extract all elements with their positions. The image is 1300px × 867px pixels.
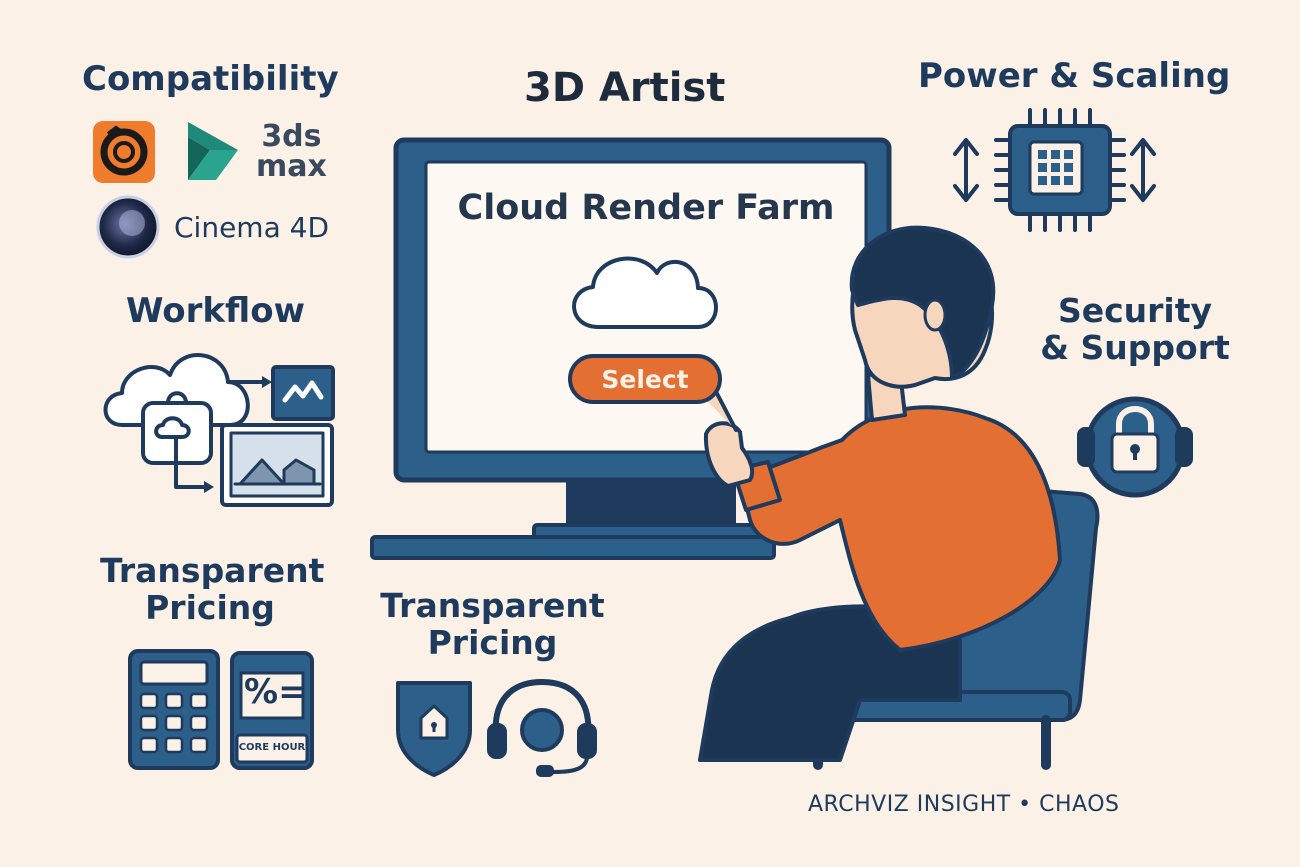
calculator-icon: [128, 649, 220, 770]
pricing-center-heading: Transparent Pricing: [380, 586, 605, 662]
core-hour-label: CORE HOUR: [238, 742, 306, 753]
page-title: 3D Artist: [524, 65, 726, 111]
desk: [370, 535, 776, 560]
pricing-center-heading-line2: Pricing: [427, 622, 558, 662]
screen-title: Cloud Render Farm: [457, 188, 835, 228]
cloud-workflow-icon: [103, 353, 335, 507]
pricing-left-heading: Transparent Pricing: [100, 551, 325, 627]
cloud-icon: [572, 256, 718, 329]
footer-credit: ARCHVIZ INSIGHT • CHAOS: [808, 792, 1120, 817]
cinema4d-logo-icon: [96, 195, 160, 259]
headset-icon: [487, 678, 597, 777]
compatibility-heading: Compatibility: [82, 59, 339, 99]
percent-equals-symbol: %=: [244, 672, 307, 712]
power-scaling-heading: Power & Scaling: [918, 56, 1231, 96]
person: [696, 225, 1062, 762]
pricing-center-heading-line1: Transparent: [380, 586, 605, 625]
select-button[interactable]: Select: [568, 354, 722, 404]
pricing-left-heading-line1: Transparent: [100, 551, 325, 590]
3dsmax-label-line1: 3ds: [261, 119, 322, 154]
scale-arrow-right-icon: [1130, 138, 1156, 202]
cpu-chip-icon: [994, 108, 1126, 232]
scale-arrow-left-icon: [953, 138, 979, 202]
security-heading-line2: & Support: [1040, 327, 1230, 367]
workflow-heading: Workflow: [126, 291, 305, 331]
security-heading: Security & Support: [1030, 291, 1240, 367]
padlock-headset-icon: [1077, 396, 1193, 498]
3dsmax-label: 3ds max: [256, 122, 327, 182]
pricing-left-heading-line2: Pricing: [145, 587, 275, 627]
home-shield-icon: [396, 681, 472, 777]
pricing-card-icon: [230, 651, 314, 770]
corona-logo-icon: [93, 121, 155, 183]
cinema4d-label: Cinema 4D: [174, 211, 330, 244]
3dsmax-logo-icon: [188, 122, 238, 180]
security-heading-line1: Security: [1057, 291, 1213, 330]
monitor: [393, 137, 892, 545]
3dsmax-label-line2: max: [256, 149, 327, 184]
